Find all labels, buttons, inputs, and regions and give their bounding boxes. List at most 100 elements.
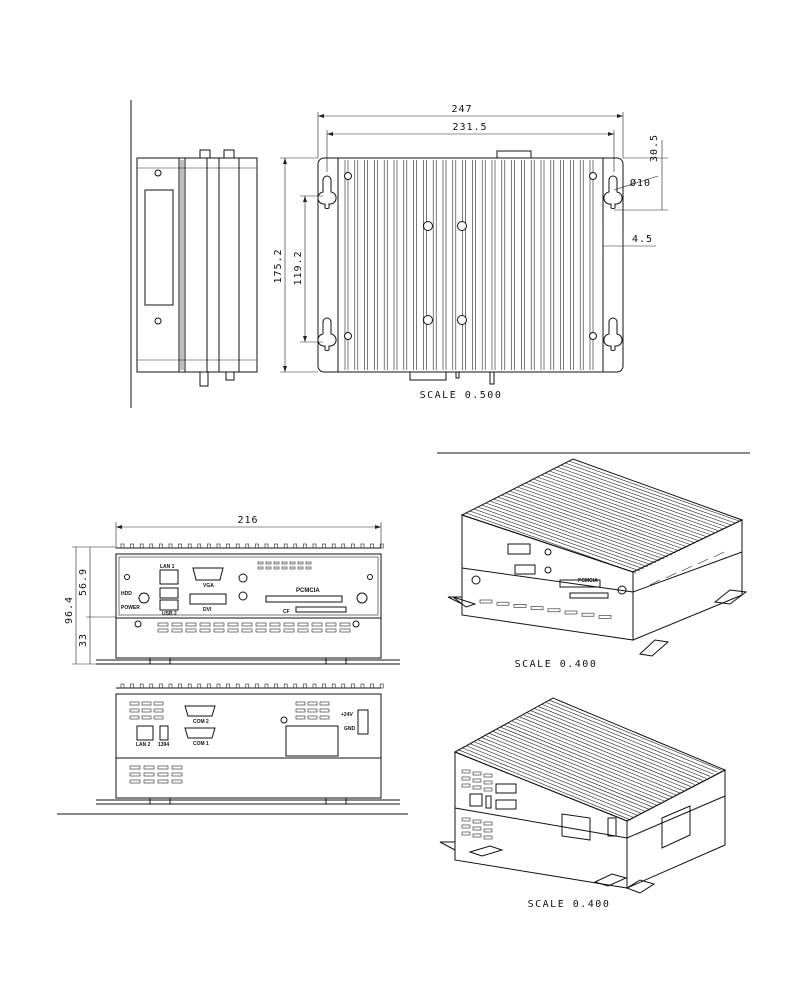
iso-dvi-connector: [514, 564, 536, 575]
bottom-pin: [489, 371, 495, 385]
heatsink-fins: [344, 160, 594, 370]
side-panel-slot: [144, 189, 174, 306]
iso-flange: [447, 596, 463, 605]
gnd-label: GND: [344, 726, 356, 732]
ieee1394-label: 1394: [158, 742, 169, 748]
lan2-label: LAN 2: [136, 742, 151, 748]
mounting-slot: [317, 175, 337, 210]
iso-pcmcia-slot: [559, 579, 601, 588]
dim-hole-offset-top: 30.5: [649, 134, 660, 162]
iso-flange: [625, 879, 656, 894]
dim-overall-width: 247: [451, 104, 472, 115]
lan1-port: [159, 569, 179, 585]
iso-heatsink-fins: [465, 460, 740, 574]
scale-label-iso-rear: SCALE 0.400: [528, 899, 611, 910]
hdd-label: HDD: [121, 591, 132, 597]
dvi-connector: [189, 593, 227, 605]
dim-front-upper-height: 56.9: [78, 568, 89, 596]
iso-blank-panel: [561, 813, 591, 841]
iso-com2-connector: [495, 783, 517, 794]
lan1-label: LAN 1: [160, 564, 175, 570]
dim-front-width: 216: [237, 515, 258, 526]
lan2-port: [136, 725, 154, 741]
iso-vga-connector: [507, 543, 531, 555]
dvi-label: DVI: [203, 607, 212, 613]
top-view-dimensions: 247 231.5 175.2 119.2 30.5 Ø10: [273, 104, 668, 373]
screw-icon: [124, 574, 130, 580]
vga-connector: [192, 567, 224, 581]
plan-view: [317, 150, 624, 385]
iso-power-button: [471, 575, 481, 585]
iso-flange: [439, 841, 456, 851]
side-view-body: [136, 157, 258, 373]
iso-rear-view: SCALE 0.400: [439, 697, 727, 910]
iso-1394-port: [485, 795, 492, 809]
usb-port: [159, 587, 179, 599]
audio-jack: [238, 591, 248, 601]
iso-flange: [468, 845, 504, 857]
ps2-port: [356, 592, 368, 604]
iso-side-cutout: [661, 805, 691, 849]
rear-upper-panel: [115, 693, 382, 759]
pcmcia-slot: [265, 595, 343, 603]
top-connector: [496, 150, 532, 159]
rear-view: COM 2 COM 1 LAN 2 1394 +24V GND: [57, 683, 408, 815]
screw-icon: [154, 169, 162, 177]
screw-icon: [352, 620, 360, 628]
dim-hole-offset-side: 4.5: [632, 234, 653, 245]
dim-hole-diameter: Ø10: [630, 177, 651, 189]
iso-dc-terminal: [607, 817, 617, 837]
scale-label-iso-front: SCALE 0.400: [515, 659, 598, 670]
iso-side-face: [632, 519, 743, 641]
iso-ps2-port: [617, 585, 627, 595]
iso-com1-connector: [495, 799, 517, 810]
iso-side-face: [626, 769, 726, 889]
power-button: [138, 592, 150, 604]
connector-top: [199, 149, 211, 159]
dc-in-label: +24V: [341, 712, 353, 718]
cf-label: CF: [283, 609, 290, 615]
connector-bottom: [199, 371, 209, 387]
dim-hole-span-height: 119.2: [293, 250, 304, 285]
power-label: POWER: [121, 605, 140, 611]
iso-front-view: PCMCIA SCALE 0.400: [447, 458, 748, 670]
iso-flange: [638, 639, 670, 657]
audio-jack: [238, 573, 248, 583]
iso-vent-slots: [479, 551, 725, 619]
plan-view-body: [317, 157, 624, 373]
com1-connector: [184, 727, 216, 739]
front-vent-slots: [157, 561, 351, 633]
scale-label-top: SCALE 0.500: [420, 390, 503, 401]
pcmcia-label: PCMCIA: [296, 588, 320, 594]
screw-icon: [280, 716, 288, 724]
iso-flange: [713, 589, 748, 605]
bottom-pin: [455, 371, 460, 379]
dim-front-total-height: 96.4: [64, 596, 75, 624]
iso-pcmcia-label: PCMCIA: [578, 578, 598, 584]
rear-lower-panel: [115, 757, 382, 799]
blank-panel: [285, 725, 339, 757]
mounting-slot: [317, 317, 337, 352]
front-upper-panel: [115, 553, 382, 619]
iso-heatsink-fins: [458, 699, 722, 821]
screw-icon: [134, 620, 142, 628]
com2-label: COM 2: [193, 719, 209, 725]
iso-lan2-port: [469, 793, 483, 807]
front-heatsink-fins: [116, 543, 384, 549]
mounting-slot: [603, 317, 623, 352]
bottom-connector: [409, 371, 447, 381]
iso-vent-slots: [461, 769, 493, 840]
mounting-slot: [603, 175, 623, 210]
dc-in-terminal: [357, 709, 369, 735]
iso-cf-slot: [569, 592, 609, 599]
screw-icon: [367, 574, 373, 580]
dim-overall-height: 175.2: [273, 248, 284, 283]
connector-top: [223, 149, 235, 159]
connector-bottom: [225, 371, 235, 381]
rear-vent-slots: [129, 701, 330, 784]
screw-icon: [344, 172, 597, 340]
front-lower-panel: [115, 617, 382, 659]
top-view-section: 247 231.5 175.2 119.2 30.5 Ø10: [130, 100, 668, 408]
dim-front-lower-height: 33: [78, 633, 89, 647]
